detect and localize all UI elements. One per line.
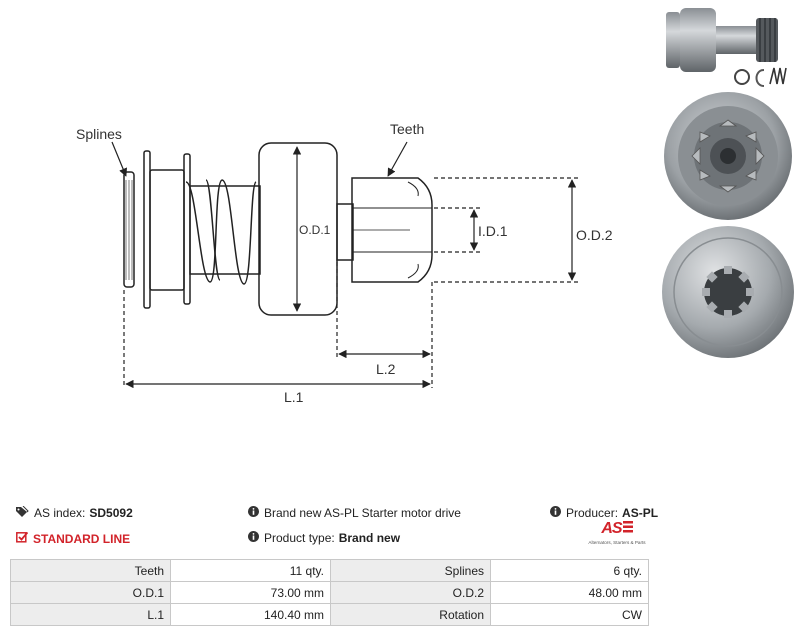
spring bbox=[185, 179, 257, 285]
producer: Producer: AS-PL bbox=[550, 506, 658, 520]
spec-label: Teeth bbox=[10, 559, 171, 582]
spec-label: O.D.1 bbox=[10, 581, 171, 604]
table-row: O.D.1 73.00 mm O.D.2 48.00 mm bbox=[10, 581, 649, 604]
product-photo-spline-end bbox=[662, 226, 794, 358]
producer-value: AS-PL bbox=[622, 506, 659, 520]
spec-label: Rotation bbox=[330, 603, 491, 626]
logo-bars-icon bbox=[622, 520, 633, 539]
producer-label: Producer: bbox=[566, 506, 619, 520]
spec-value: 48.00 mm bbox=[490, 581, 649, 604]
product-type-label: Product type: bbox=[264, 531, 335, 545]
as-index: AS index: SD5092 bbox=[16, 505, 133, 520]
label-teeth: Teeth bbox=[390, 121, 424, 137]
as-index-value: SD5092 bbox=[89, 506, 133, 520]
logo-mark: AS bbox=[601, 520, 622, 537]
as-index-label: AS index: bbox=[34, 506, 86, 520]
technical-drawing: Splines Teeth O.D.1 I.D.1 O.D.2 L.2 L.1 bbox=[76, 121, 613, 405]
pinion-gear bbox=[351, 177, 433, 283]
spec-value: 140.40 mm bbox=[170, 603, 331, 626]
info-icon bbox=[248, 506, 259, 520]
info-icon bbox=[550, 506, 561, 520]
specs-table: Teeth 11 qty. Splines 6 qty. O.D.1 73.00… bbox=[10, 559, 649, 626]
product-photo-side bbox=[666, 8, 787, 87]
as-pl-logo: AS Alternators, Starters & Parts bbox=[584, 520, 650, 554]
spec-value: 73.00 mm bbox=[170, 581, 331, 604]
spec-value: 6 qty. bbox=[490, 559, 649, 582]
collar-plate bbox=[183, 153, 191, 305]
label-splines: Splines bbox=[76, 126, 122, 142]
spline-flange bbox=[123, 171, 135, 288]
standard-line-text: STANDARD LINE bbox=[33, 531, 131, 546]
product-photo-pinion-end bbox=[664, 92, 792, 220]
spec-label: Splines bbox=[330, 559, 491, 582]
standard-line: STANDARD LINE bbox=[16, 531, 130, 546]
label-id1: I.D.1 bbox=[478, 223, 508, 239]
tag-icon bbox=[16, 505, 29, 520]
label-od1: O.D.1 bbox=[299, 223, 331, 237]
product-type: Product type: Brand new bbox=[248, 531, 400, 545]
spec-label: L.1 bbox=[10, 603, 171, 626]
label-l1: L.1 bbox=[284, 389, 304, 405]
description-text: Brand new AS-PL Starter motor drive bbox=[264, 506, 461, 520]
table-row: Teeth 11 qty. Splines 6 qty. bbox=[10, 559, 649, 582]
info-icon bbox=[248, 531, 259, 545]
spec-label: O.D.2 bbox=[330, 581, 491, 604]
label-od2: O.D.2 bbox=[576, 227, 613, 243]
spec-value: 11 qty. bbox=[170, 559, 331, 582]
description: Brand new AS-PL Starter motor drive bbox=[248, 506, 461, 520]
logo-tagline: Alternators, Starters & Parts bbox=[588, 540, 646, 545]
spec-value: CW bbox=[490, 603, 649, 626]
check-square-icon bbox=[16, 531, 29, 546]
label-l2: L.2 bbox=[376, 361, 396, 377]
flange-plate bbox=[143, 150, 151, 309]
table-row: L.1 140.40 mm Rotation CW bbox=[10, 603, 649, 626]
product-type-value: Brand new bbox=[338, 531, 401, 545]
